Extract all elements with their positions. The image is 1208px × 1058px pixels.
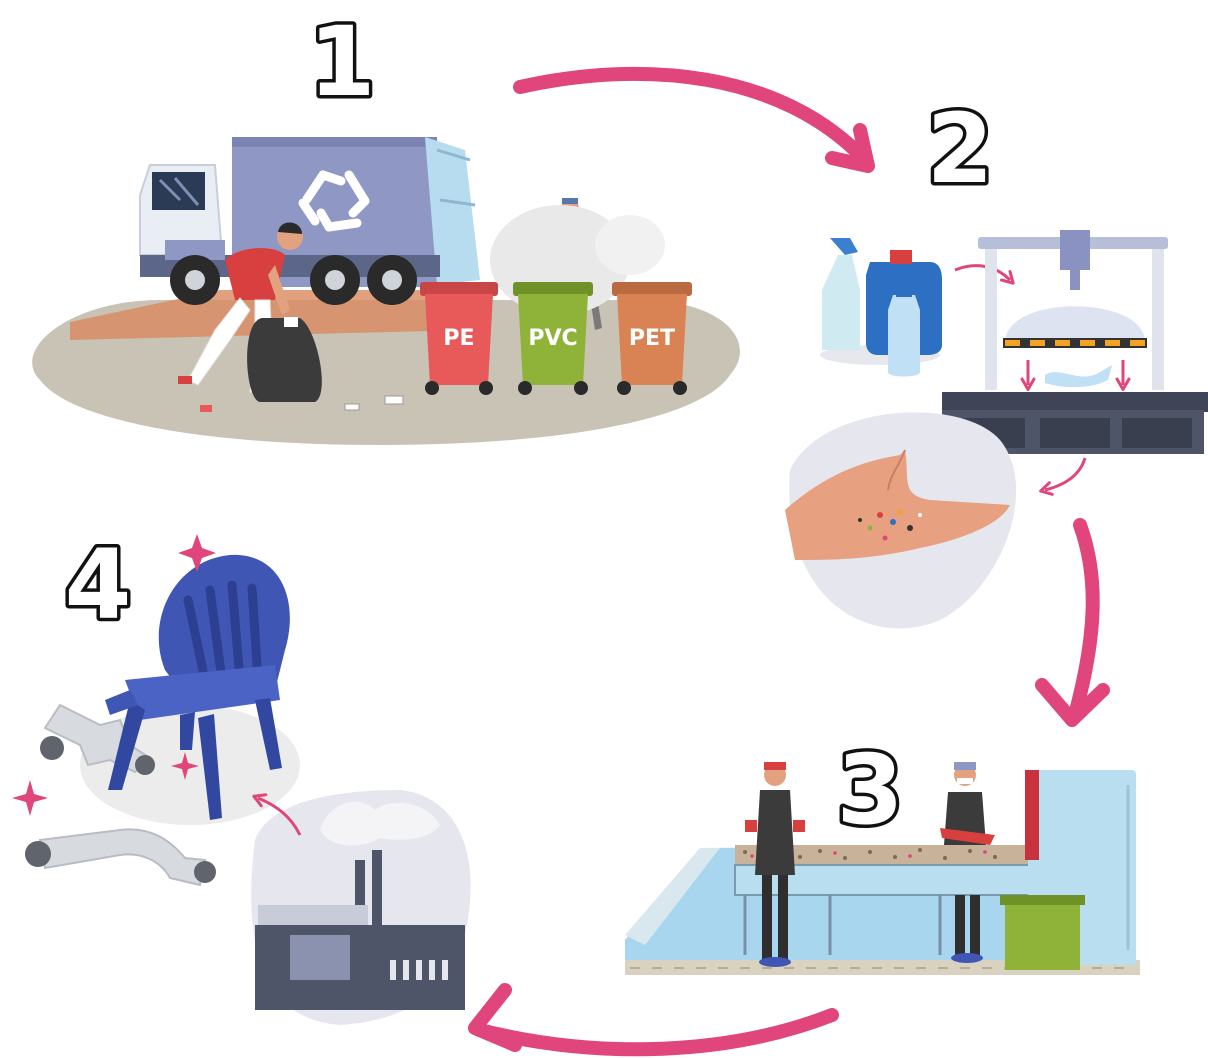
plastic-bottles — [820, 238, 942, 377]
step-number-1: 1 — [309, 6, 376, 118]
step-3-sorting-scene — [625, 762, 1140, 975]
step-numbers: 1 2 3 4 — [61, 3, 997, 850]
step-1-collection-scene: PE PVC PET — [32, 137, 740, 445]
bin-label-pe: PE — [443, 326, 474, 351]
shredding-machine — [942, 230, 1208, 454]
truck-wheels — [170, 255, 417, 305]
arrow-3-to-4 — [473, 1008, 839, 1057]
bin-pe: PE — [420, 282, 498, 395]
sparkle-icon — [12, 534, 216, 816]
step-number-4: 4 — [65, 529, 132, 641]
arrow-1-to-2 — [513, 66, 872, 167]
step-number-3: 3 — [837, 734, 904, 846]
bin-label-pvc: PVC — [528, 326, 577, 351]
bin-label-pet: PET — [629, 326, 675, 351]
bin-pvc: PVC — [513, 282, 593, 395]
hand-with-plastic-flakes — [785, 412, 1017, 629]
arrow-2-to-3 — [1068, 518, 1100, 722]
cycle-arrows — [468, 66, 1110, 1057]
sorting-worker-left — [745, 762, 805, 967]
bin-pet: PET — [612, 282, 692, 395]
step-4-new-products-scene — [12, 534, 471, 1025]
sorting-worker-right — [940, 762, 995, 963]
recycling-factory — [251, 790, 471, 1025]
step-number-2: 2 — [927, 93, 994, 205]
worker-collecting-trash — [178, 222, 322, 402]
step-2-shredding-scene — [785, 230, 1208, 629]
recycle-icon — [298, 170, 370, 232]
sorting-bins: PE PVC PET — [420, 282, 692, 395]
plastic-chair — [105, 554, 290, 820]
